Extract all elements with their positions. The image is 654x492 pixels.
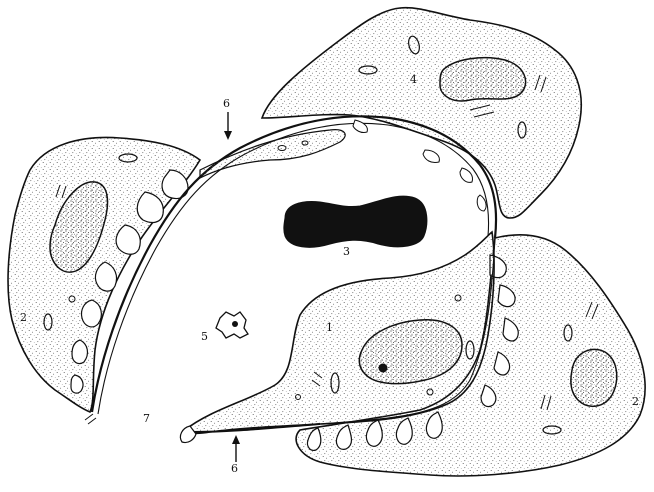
cell-4-body <box>262 8 581 218</box>
cell-2-left-body <box>8 137 200 412</box>
cell-2-right-nucleus <box>571 349 617 406</box>
label-lumen-7: 7 <box>143 413 150 424</box>
label-cell-2-left: 2 <box>20 312 27 323</box>
label-cell-1: 1 <box>326 322 333 333</box>
nucleolus <box>379 364 388 373</box>
arrow-6-top <box>224 112 232 140</box>
cell-4-nucleus <box>440 58 526 101</box>
label-6-top: 6 <box>223 98 230 109</box>
label-particle-5: 5 <box>201 331 208 342</box>
label-6-bottom: 6 <box>231 463 238 474</box>
lumen-dark-body-3 <box>284 196 427 247</box>
label-cell-2-right: 2 <box>632 396 639 407</box>
label-cell-4: 4 <box>410 74 417 85</box>
arrow-6-bottom <box>232 435 240 462</box>
particle-5 <box>216 312 248 338</box>
label-nucleus-3: 3 <box>343 246 350 257</box>
